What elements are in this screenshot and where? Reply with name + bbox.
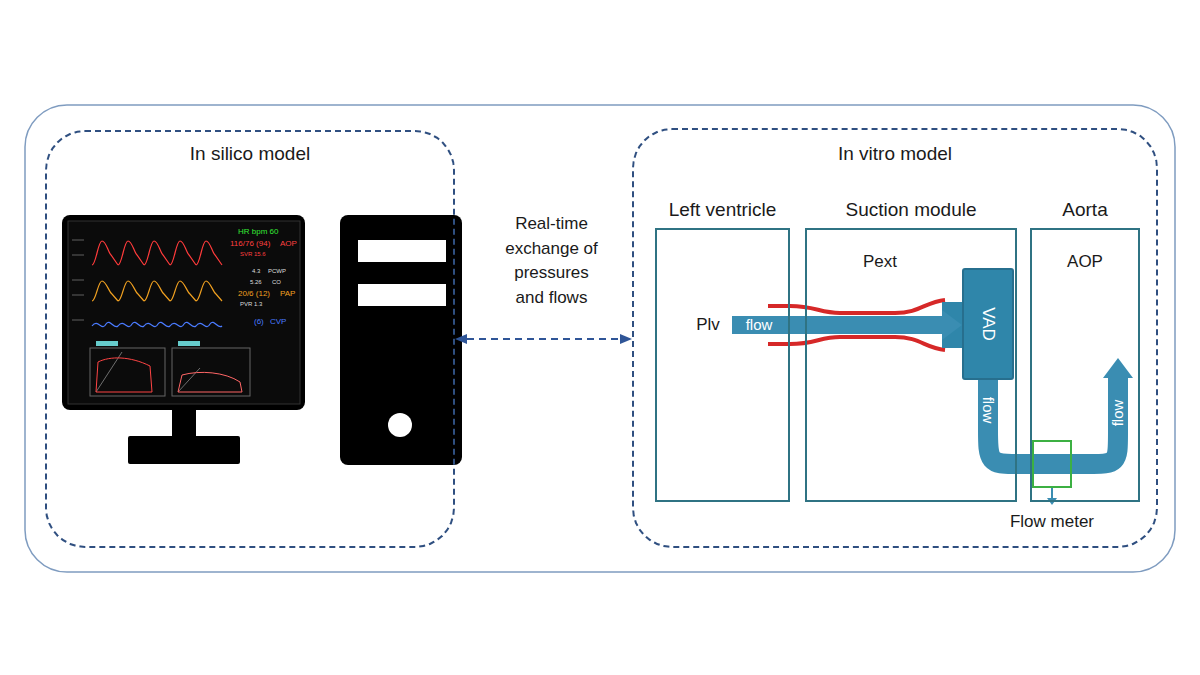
connector-label: flow (746, 316, 773, 334)
resistance-readout: SVR 15.6 (240, 251, 266, 258)
pap-waveform (92, 281, 222, 301)
pressure-label: AOP (1067, 252, 1103, 272)
flow-meter: Flow meter (1032, 440, 1072, 488)
monitor-neck (172, 409, 196, 438)
model-panel: In silico model (45, 130, 455, 548)
drive-slot (358, 284, 446, 306)
meter-pointer (1051, 488, 1053, 499)
resistance-readout: PVR 1.3 (240, 301, 262, 308)
axis-tick (72, 255, 84, 256)
monitor-screen (68, 221, 300, 404)
computer-tower (340, 215, 462, 465)
signal-name: CVP (270, 318, 286, 327)
pv-loop (178, 372, 242, 392)
value-readout: 4.3 (252, 268, 260, 275)
chamber-box: Suction modulePextVAD (805, 228, 1017, 502)
plot-tab (178, 341, 200, 346)
axis-tick (72, 295, 84, 296)
pressure-label: Pext (863, 252, 897, 272)
chamber-title: Aorta (1062, 199, 1107, 222)
pressure-readout: (6) (254, 318, 264, 327)
connector-label: Real-time exchange of pressures and flow… (502, 212, 602, 311)
connector-label: flow (979, 397, 997, 424)
monitor-case (62, 215, 305, 410)
signal-name: AOP (280, 240, 297, 249)
pump-label: VAD (978, 307, 998, 341)
axis-tick (72, 240, 84, 241)
panel-title: In vitro model (838, 143, 952, 166)
signal-name: PAP (280, 290, 295, 299)
tube-segment (1032, 454, 1072, 474)
value-readout: 5.26 (250, 279, 262, 286)
axis-tick (72, 320, 84, 321)
cannula-wall (768, 337, 945, 350)
chamber-box: AortaAOP (1030, 228, 1140, 502)
outer-frame (25, 105, 1175, 572)
chamber-box: Left ventriclePlv (655, 228, 790, 502)
exchange-arrow (467, 338, 620, 340)
meter-label: Flow meter (1010, 512, 1094, 532)
heart-rate-readout: HR bpm 60 (238, 228, 278, 237)
aop-waveform (92, 241, 222, 265)
flow-arrow (732, 316, 942, 334)
plot-tab (96, 341, 118, 346)
power-button (388, 413, 412, 437)
connector-label: flow (1109, 400, 1127, 427)
cannula-wall (768, 300, 945, 313)
panel-title: In silico model (190, 143, 310, 166)
drive-slot (358, 240, 446, 262)
pv-plot-frame (90, 348, 165, 396)
vad-pump: VAD (962, 268, 1014, 380)
pv-plot-frame (172, 348, 250, 396)
signal-name: PCWP (268, 268, 286, 275)
model-panel: In vitro modelLeft ventriclePlvSuction m… (632, 128, 1158, 548)
pressure-label: Plv (696, 315, 720, 335)
pressure-readout: 20/6 (12) (238, 290, 270, 299)
pressure-readout: 116/76 (94) (230, 240, 270, 249)
chamber-title: Left ventricle (669, 199, 777, 222)
cvp-waveform (92, 322, 222, 327)
monitor-base (128, 436, 240, 464)
pv-loop (96, 358, 152, 392)
signal-name: CO (272, 279, 281, 286)
vad-inlet (942, 302, 964, 348)
chamber-title: Suction module (846, 199, 977, 222)
axis-tick (72, 280, 84, 281)
